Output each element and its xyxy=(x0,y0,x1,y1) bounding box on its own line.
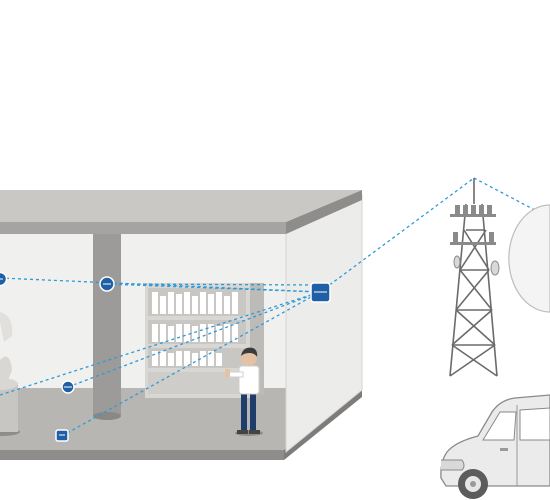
link-line xyxy=(0,291,321,396)
column-icon xyxy=(93,234,121,420)
cell-tower-icon xyxy=(449,178,500,377)
building-roof-top xyxy=(0,190,362,222)
link-line xyxy=(319,177,475,293)
sensor-icon xyxy=(99,276,115,292)
building-floor-top xyxy=(0,388,362,450)
satellite-dish-icon xyxy=(508,204,550,313)
link-line xyxy=(473,177,550,219)
building-roof-front xyxy=(0,222,286,234)
sensor-icon xyxy=(0,271,8,287)
person-icon xyxy=(225,347,263,436)
building-side-wall xyxy=(285,194,363,454)
building-roof-side xyxy=(286,190,362,234)
sensor-icon xyxy=(55,429,69,442)
link-line xyxy=(0,277,321,293)
shelf-icon xyxy=(145,283,264,398)
building-floor-front xyxy=(0,450,284,460)
sensor-icon xyxy=(61,380,75,394)
link-line xyxy=(61,291,321,437)
robot-arm-icon xyxy=(0,312,20,436)
van-icon xyxy=(440,394,550,499)
link-lines xyxy=(0,177,550,437)
sensors xyxy=(0,271,331,442)
gateway-icon xyxy=(310,282,331,303)
link-line xyxy=(67,291,321,388)
